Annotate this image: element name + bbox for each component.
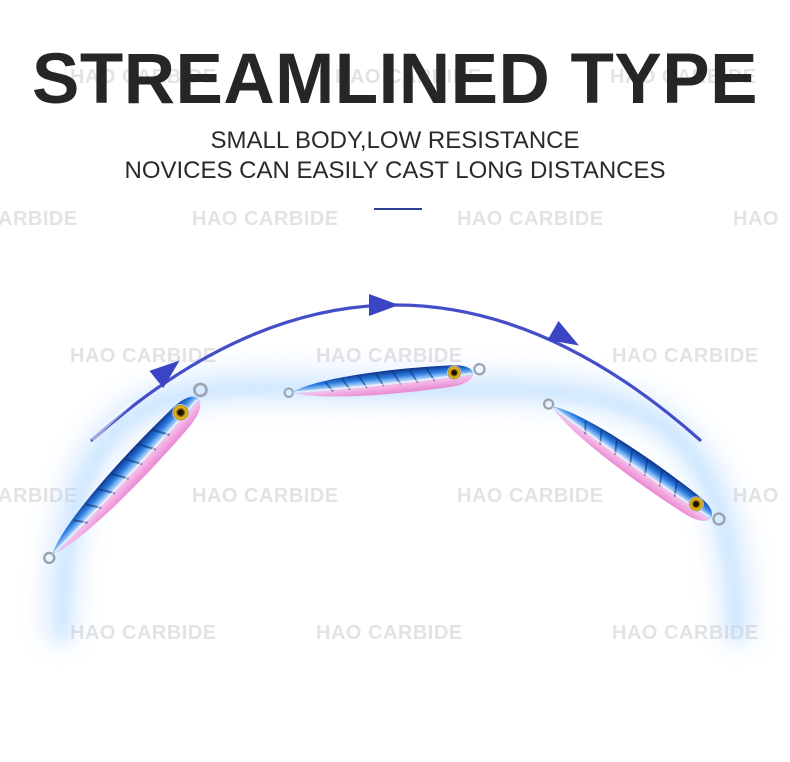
watermark: HAO CARBIDE: [70, 345, 217, 367]
watermark: HAO CARBIDE: [335, 66, 482, 88]
arrow-top-icon: [369, 294, 399, 316]
watermark: HAO CARBIDE: [610, 66, 757, 88]
watermark: HAO CARBIDE: [457, 208, 604, 230]
title-divider: [374, 208, 422, 210]
watermark: HAO CARBIDE: [457, 485, 604, 507]
page-title: STREAMLINED TYPE: [32, 40, 758, 119]
watermark: HAO CARBIDE: [192, 485, 339, 507]
watermark-partial: ARBIDE: [0, 208, 78, 230]
subtitle-line-1: SMALL BODY,LOW RESISTANCE: [210, 127, 580, 154]
watermark: HAO CARBIDE: [316, 622, 463, 644]
watermark: HAO CARBIDE: [70, 622, 217, 644]
watermark: HAO CARBIDE: [612, 622, 759, 644]
arrow-right-icon: [547, 320, 579, 346]
watermark-partial: ARBIDE: [0, 485, 78, 507]
watermark: HAO CARBIDE: [192, 208, 339, 230]
arrow-left-icon: [149, 360, 180, 388]
watermark-partial: HAO: [733, 485, 779, 507]
watermark: HAO CARBIDE: [316, 345, 463, 367]
watermark: HAO CARBIDE: [612, 345, 759, 367]
subtitle-line-2: NOVICES CAN EASILY CAST LONG DISTANCES: [124, 157, 666, 184]
watermark: HAO CARBIDE: [70, 66, 217, 88]
watermark-partial: HAO: [733, 208, 779, 230]
